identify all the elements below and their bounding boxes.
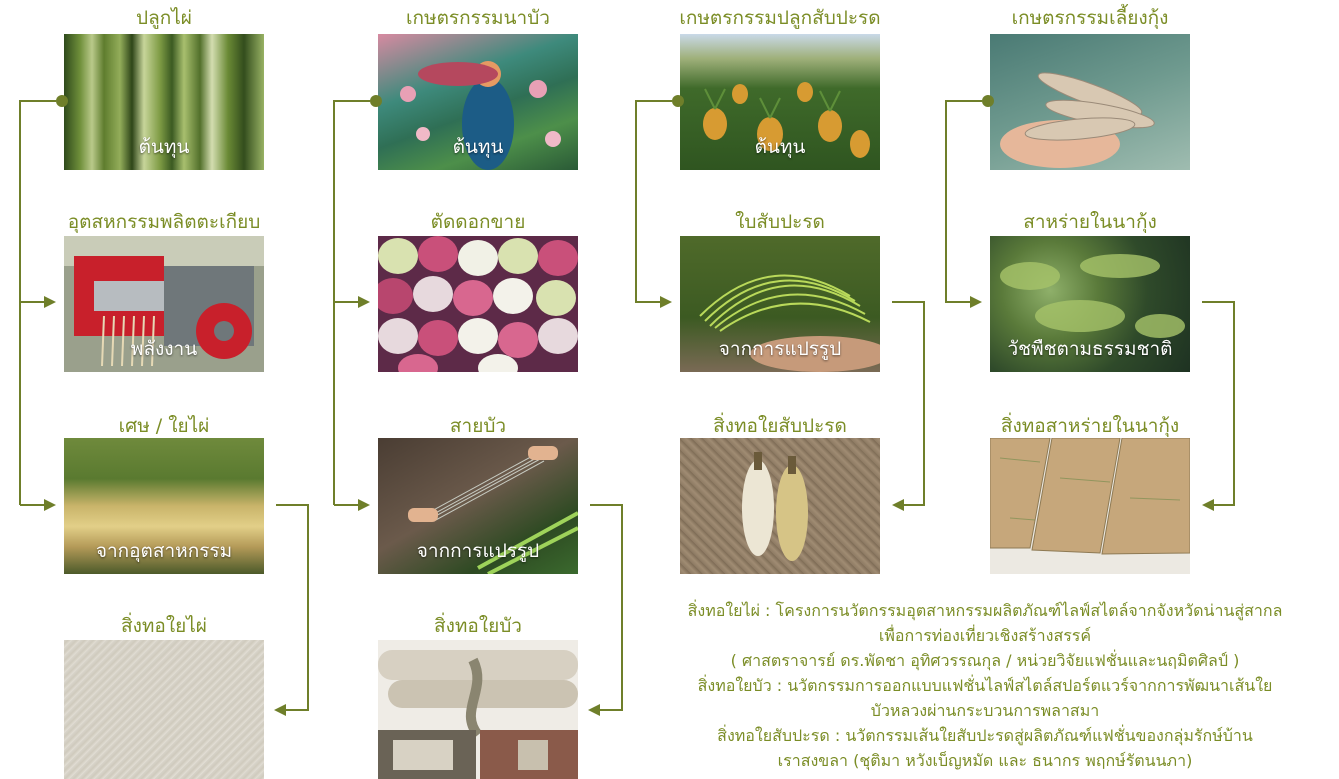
algae-photo: วัชพืชตามธรรมชาติ: [990, 236, 1190, 372]
lotus-textile-illustration: [378, 640, 578, 779]
title-pineapple-leaf: ใบสับปะรด: [735, 211, 825, 233]
title-bamboo: ปลูกไผ่: [136, 7, 192, 29]
node-dot: [982, 95, 994, 107]
lotus-fiber-illustration: [408, 446, 578, 574]
chopstick-caption: พลังงาน: [130, 338, 198, 360]
lotus-farmer-illustration: [400, 61, 561, 170]
pineapple-illustration: [703, 82, 870, 158]
title-bamboo-textile: สิ่งทอใยไผ่: [121, 615, 207, 637]
title-bamboo-waste: เศษ / ใยไผ่: [118, 415, 210, 437]
title-pineapple-farming: เกษตรกรรมปลูกสับปะรด: [679, 7, 881, 29]
pineapple-fiber-illustration: [699, 274, 880, 372]
chopstick-machine-illustration: [64, 236, 264, 372]
node-dot: [672, 95, 684, 107]
arrow-right-icon: [44, 296, 56, 308]
title-shrimp-algae: สาหร่ายในนากุ้ง: [1023, 211, 1157, 233]
pineapple-farming-caption: ต้นทุน: [754, 136, 806, 158]
lotus-stem-caption: จากการแปรรูป: [416, 540, 540, 562]
note-line: เราสงขลา (ชุติมา หวังเบ็ญหมัด และ ธนากร …: [777, 751, 1193, 770]
shrimp-photo: [990, 34, 1190, 170]
bamboo-caption: ต้นทุน: [138, 136, 190, 158]
title-cut-flowers: ตัดดอกขาย: [430, 211, 526, 233]
bamboo-textile-photo: [64, 640, 264, 779]
arrow-left-icon: [892, 499, 904, 511]
lotus-flowers-photo: [378, 236, 578, 372]
algae-mats-illustration: [990, 438, 1190, 574]
arrow-right-icon: [358, 296, 370, 308]
arrow-right-icon: [660, 296, 672, 308]
credits-note: สิ่งทอใยไผ่ : โครงการนวัตกรรมอุตสาหกรรมผ…: [640, 598, 1330, 773]
title-lotus-farming: เกษตรกรรมนาบัว: [406, 7, 550, 29]
arrow-right-icon: [970, 296, 982, 308]
chopstick-machine-photo: พลังงาน: [64, 236, 264, 372]
title-chopstick-industry: อุตสหกรรมพลิตตะเกียบ: [67, 211, 261, 233]
algae-illustration: [1000, 254, 1185, 338]
title-pineapple-textile: สิ่งทอใยสับปะรด: [713, 415, 847, 437]
pineapple-leaf-photo: จากการแปรรูป: [680, 236, 880, 372]
title-shrimp-farming: เกษตรกรรมเลี้ยงกุ้ง: [1011, 7, 1169, 29]
note-line: สิ่งทอใยบัว : นวัตกรรมการออกแบบแฟชั่นไลฟ…: [697, 676, 1273, 695]
arrow-left-icon: [1202, 499, 1214, 511]
lotus-stem-photo: จากการแปรรูป: [378, 438, 578, 574]
arrow-left-icon: [588, 704, 600, 716]
pineapple-field-photo: ต้นทุน: [680, 34, 880, 170]
shrimp-illustration: [1000, 72, 1155, 168]
arrow-right-icon: [44, 499, 56, 511]
algae-textile-photo: [990, 438, 1190, 574]
bamboo-photo: ต้นทุน: [64, 34, 264, 170]
pineapple-textile-photo: [680, 438, 880, 574]
algae-caption: วัชพืชตามธรรมชาติ: [1007, 338, 1173, 360]
note-line: บัวหลวงผ่านกระบวนการพลาสมา: [870, 701, 1100, 720]
bamboo-waste-photo: จากอุตสาหกรรม: [64, 438, 264, 574]
note-line: สิ่งทอใยไผ่ : โครงการนวัตกรรมอุตสาหกรรมผ…: [687, 601, 1283, 620]
lotus-buds-illustration: [378, 236, 578, 372]
note-line: เพื่อการท่องเที่ยวเชิงสร้างสรรค์: [878, 626, 1092, 645]
lotus-farming-caption: ต้นทุน: [452, 136, 504, 158]
title-lotus-stem: สายบัว: [449, 415, 507, 437]
note-line: สิ่งทอใยสับปะรด : นวัตกรรมเส้นใยสับปะรดส…: [717, 726, 1253, 745]
arrow-left-icon: [274, 704, 286, 716]
node-dot: [56, 95, 68, 107]
lotus-farmer-photo: ต้นทุน: [378, 34, 578, 170]
title-algae-textile: สิ่งทอสาหร่ายในนากุ้ง: [1000, 415, 1180, 437]
bamboo-waste-caption: จากอุตสาหกรรม: [95, 540, 233, 562]
arrow-right-icon: [358, 499, 370, 511]
pineapple-spools-illustration: [742, 452, 808, 561]
title-lotus-textile: สิ่งทอใยบัว: [434, 615, 522, 637]
node-dot: [370, 95, 382, 107]
pineapple-leaf-caption: จากการแปรรูป: [718, 338, 842, 360]
lotus-textile-photo: [378, 640, 578, 779]
note-line: ( ศาสตราจารย์ ดร.พัดชา อุทิศวรรณกุล / หน…: [730, 651, 1240, 670]
